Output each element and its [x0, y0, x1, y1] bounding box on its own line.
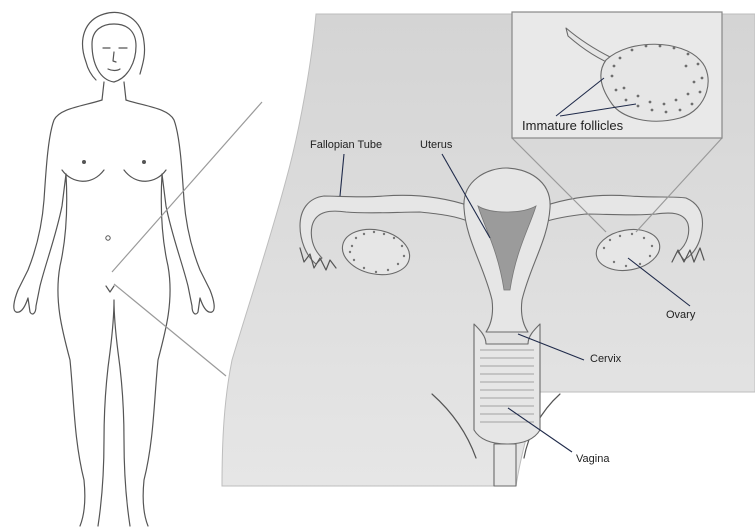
label-ovary: Ovary — [666, 309, 696, 321]
label-immature-follicles: Immature follicles — [522, 118, 624, 133]
label-uterus: Uterus — [420, 139, 453, 151]
body-outline — [14, 100, 214, 526]
vagina — [494, 444, 516, 486]
chest-outline — [62, 170, 166, 181]
chest-mark-left — [82, 160, 86, 164]
label-vagina: Vagina — [576, 453, 610, 465]
facial-features — [103, 48, 127, 71]
label-cervix: Cervix — [590, 353, 622, 365]
chest-mark-right — [142, 160, 146, 164]
inset-ovary — [601, 44, 708, 121]
label-fallopian-tube: Fallopian Tube — [310, 139, 382, 151]
navel — [106, 236, 110, 240]
groin-mark — [106, 286, 114, 292]
neck-outline — [102, 82, 126, 100]
zoom-line-top — [112, 102, 262, 272]
